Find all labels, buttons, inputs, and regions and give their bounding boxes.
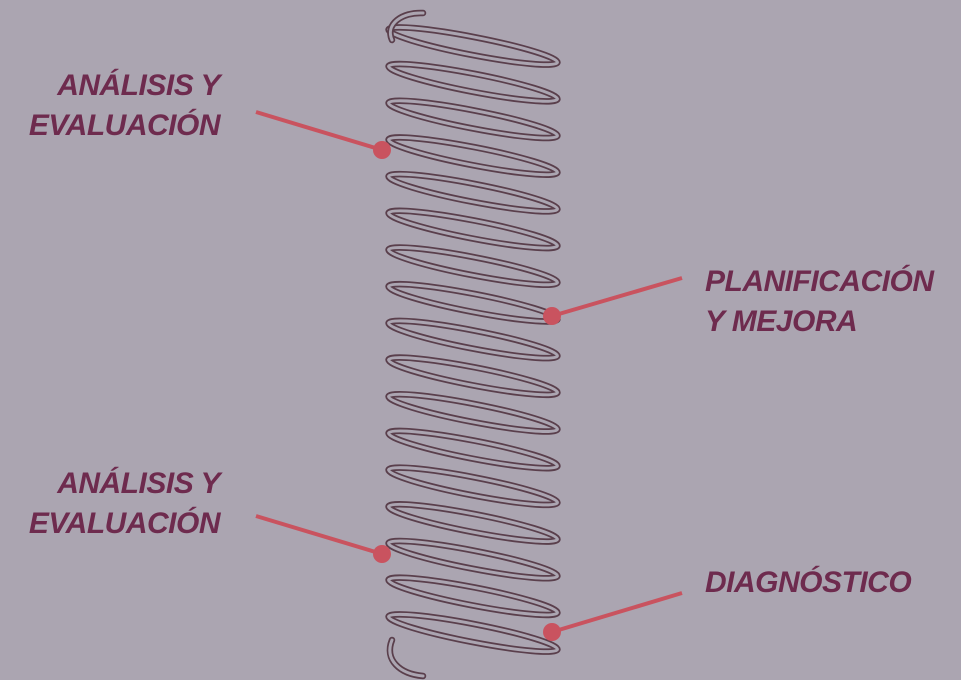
- label-planificacion-mejora: PLANIFICACIÓN Y MEJORA: [705, 262, 959, 342]
- label-analisis-evaluacion-bottom: ANÁLISIS Y EVALUACIÓN: [10, 464, 220, 544]
- spring-coil: [387, 13, 559, 676]
- pointer-analisis-top: [256, 112, 391, 159]
- label-diagnostico: DIAGNÓSTICO: [705, 563, 945, 603]
- pointer-planificacion: [543, 278, 682, 325]
- pointer-analisis-bottom: [256, 516, 391, 563]
- label-analisis-evaluacion-top: ANÁLISIS Y EVALUACIÓN: [10, 66, 220, 146]
- pointer-diagnostico: [543, 593, 682, 641]
